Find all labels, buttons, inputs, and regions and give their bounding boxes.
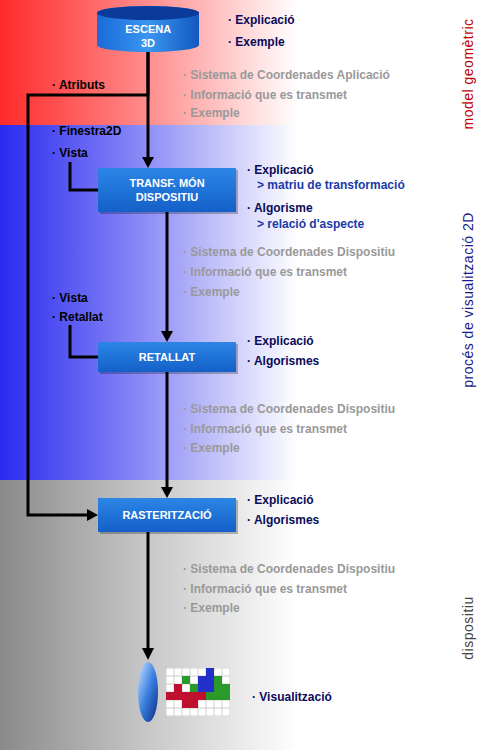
cylinder-body [97,6,199,52]
edge-label: · Atributs [52,78,105,92]
scene-cylinder: ESCENA 3D [97,6,199,52]
subtopic-link: > matriu de transformació [257,178,405,192]
input-bracket [70,162,98,190]
input-label: · Vista [52,291,88,305]
cylinder-top [97,6,199,20]
node-text: RASTERITZACIÓ [122,508,211,522]
pixel-grid [166,668,230,716]
info-link: · Exemple [183,106,240,120]
info-link: · Informació que es transmet [183,265,347,279]
input-label: · Finestra2D [52,124,121,138]
topic-link: · Explicació [247,334,314,348]
section-name: procés de visualització 2D [460,212,476,388]
topic-link: · Explicació [228,13,295,27]
flow-connector [161,212,173,342]
info-link: · Sistema de Coordenades Dispositiu [183,402,395,416]
topic-link: · Algorisme [247,201,313,215]
arrowhead [142,648,154,660]
green-pixels [182,676,230,700]
process-box: TRANSF. MÓN DISPOSITIU [98,168,236,212]
info-link: · Exemple [183,601,240,615]
flow-connector [28,52,148,521]
info-link: · Informació que es transmet [183,88,347,102]
subtopic-link: > relació d'aspecte [257,217,364,231]
connector-line [166,212,169,333]
info-link: · Exemple [183,285,240,299]
input-label: · Vista [52,146,88,160]
topic-link: · Explicació [247,493,314,507]
node-text: TRANSF. MÓN DISPOSITIU [110,176,224,204]
connector-line [28,52,148,515]
section-name: model geomètric [460,19,476,130]
info-link: · Sistema de Coordenades Dispositiu [183,562,395,576]
lens-shape [138,662,158,722]
topic-link: · Visualització [252,690,332,704]
process-box: RASTERITZACIÓ [98,498,236,532]
info-link: · Informació que es transmet [183,422,347,436]
process-box: RETALLAT [98,342,236,372]
input-label: · Retallat [52,310,103,324]
info-link: · Sistema de Coordenades Dispositiu [183,245,395,259]
connector-line [166,372,169,489]
flow-connector [161,372,173,498]
section-name: dispositiu [460,596,476,659]
topic-link: · Algorismes [247,513,319,527]
info-link: · Exemple [183,441,240,455]
output-line [147,532,150,650]
node-text: ESCENA 3D [125,22,170,50]
info-link: · Informació que es transmet [183,582,347,596]
device-band [0,480,480,750]
blue-pixels [198,668,214,692]
topic-link: · Exemple [228,35,285,49]
pixel-art [166,668,230,716]
topic-link: · Explicació [247,163,314,177]
input-bracket [70,325,98,357]
topic-link: · Algorismes [247,354,319,368]
info-link: · Sistema de Coordenades Aplicació [183,68,390,82]
red-pixels [166,684,206,708]
node-text: RETALLAT [139,350,195,364]
